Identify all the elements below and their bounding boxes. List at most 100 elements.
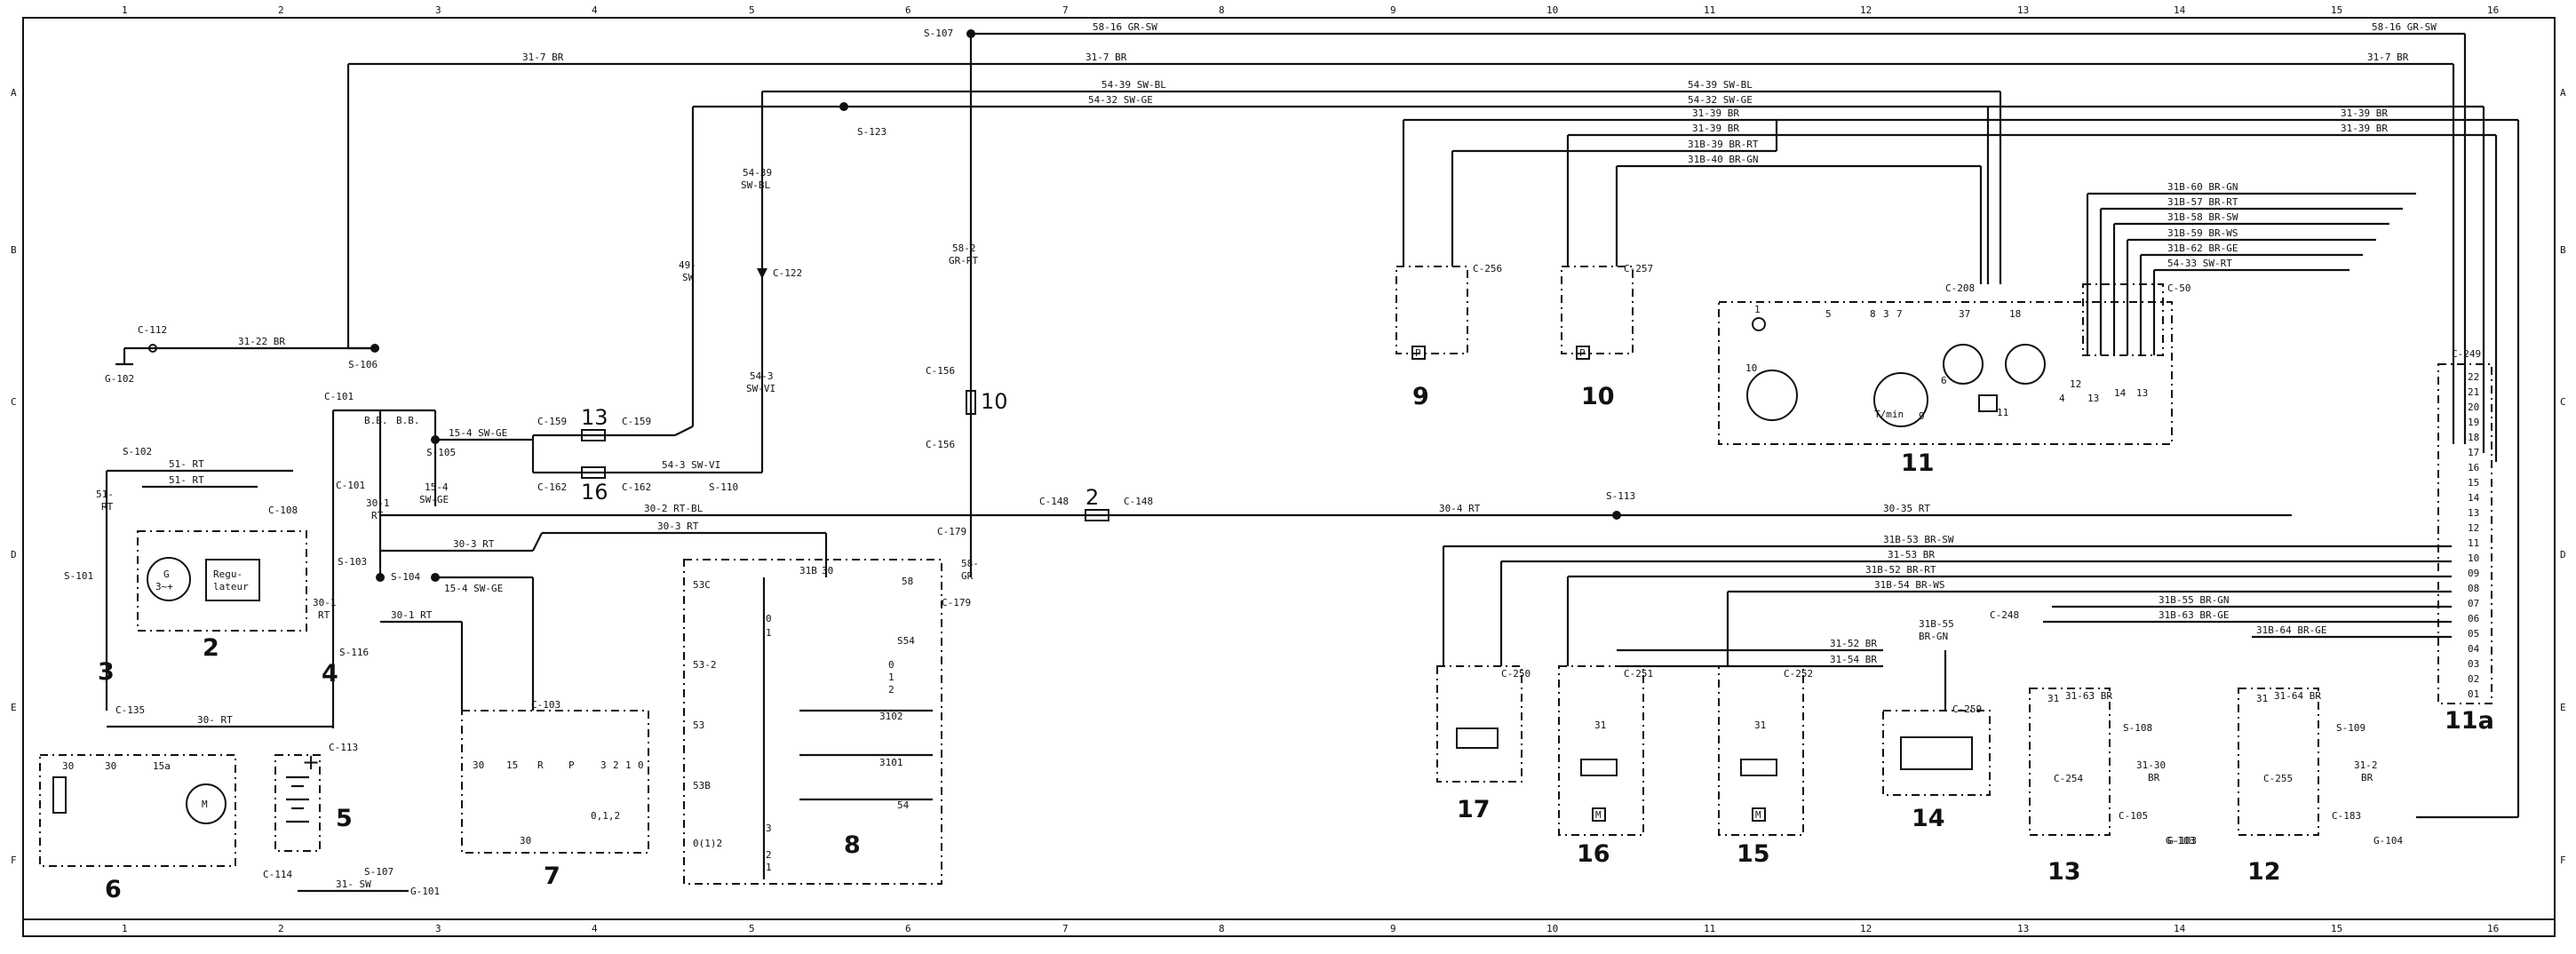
label-30-35: 30-35 RT bbox=[1883, 503, 1930, 514]
cluster-12: 12 bbox=[2070, 378, 2081, 390]
ruler-top-3: 3 bbox=[435, 4, 441, 16]
ruler-bottom-10: 10 bbox=[1546, 923, 1558, 934]
fuse-2-label: 2 bbox=[1085, 485, 1099, 510]
light-53: 53 bbox=[693, 719, 704, 731]
component-2-number: 2 bbox=[203, 634, 219, 662]
label-31-64: 31-64 BR bbox=[2274, 690, 2321, 702]
connector-c159b-label: C-159 bbox=[622, 416, 651, 427]
ruler-right-B: B bbox=[2560, 244, 2566, 256]
connector-c254-label: C-254 bbox=[2054, 773, 2083, 784]
pin-10: 10 bbox=[2468, 553, 2479, 564]
label-31-52: 31-52 BR bbox=[1830, 638, 1877, 649]
light-31b: 31B bbox=[799, 565, 817, 576]
ground-g104-label: G-104 bbox=[2373, 835, 2403, 847]
label-31-39-d: 31-39 BR bbox=[2341, 123, 2388, 134]
splice-s108-label: S-108 bbox=[2123, 722, 2152, 734]
label-30-1-a2: RT bbox=[371, 510, 384, 521]
ruler-right-A: A bbox=[2560, 87, 2566, 99]
splice-s104-label: S-104 bbox=[391, 571, 420, 583]
component-15-resistor bbox=[1740, 759, 1777, 776]
generator-g: G bbox=[163, 568, 170, 580]
splice-s106-dot bbox=[370, 344, 379, 353]
label-15-4-c: 15-4 SW-GE bbox=[444, 583, 503, 594]
ign-pin-30: 30 bbox=[473, 759, 484, 771]
component-15-m-box bbox=[1752, 807, 1766, 822]
cluster-7: 7 bbox=[1896, 308, 1903, 320]
component-16-31: 31 bbox=[1594, 719, 1606, 731]
connector-c259-label: C-259 bbox=[1952, 704, 1982, 715]
splice-s116-label: S-116 bbox=[339, 647, 369, 658]
pin-20: 20 bbox=[2468, 401, 2479, 413]
component-11a-box bbox=[2437, 363, 2493, 704]
fuse-13-label: 13 bbox=[581, 405, 608, 430]
label-49-2: SW bbox=[682, 272, 695, 283]
label-15-4-b2: SW-GE bbox=[419, 494, 449, 505]
connector-c183-label: C-183 bbox=[2332, 810, 2361, 822]
pin-11: 11 bbox=[2468, 537, 2479, 549]
component-2-box bbox=[137, 530, 307, 632]
connector-c159a-label: C-159 bbox=[537, 416, 567, 427]
light-3101: 3101 bbox=[879, 757, 903, 768]
ruler-top-5: 5 bbox=[749, 4, 755, 16]
connector-c179b-label: C-179 bbox=[942, 597, 971, 608]
label-30-1-b2: RT bbox=[318, 609, 330, 621]
component-13-box bbox=[2029, 688, 2111, 836]
ruler-left-F: F bbox=[11, 855, 17, 866]
ruler-top-13: 13 bbox=[2017, 4, 2029, 16]
wire-30-3-bend bbox=[532, 532, 543, 552]
label-31b-55a: 31B-55 bbox=[1919, 618, 1954, 630]
ruler-top-12: 12 bbox=[1860, 4, 1872, 16]
light-3102: 3102 bbox=[879, 711, 903, 722]
pin-12: 12 bbox=[2468, 522, 2479, 534]
cluster-13: 13 bbox=[2087, 393, 2099, 404]
cluster-11: 11 bbox=[1997, 407, 2008, 418]
component-14-number: 14 bbox=[1912, 805, 1945, 832]
pin-22: 22 bbox=[2468, 371, 2479, 383]
cluster-6: 6 bbox=[1941, 375, 1947, 386]
light-58: 58 bbox=[902, 576, 913, 587]
component-8-number: 8 bbox=[844, 831, 861, 859]
splice-s105-label: S-105 bbox=[426, 447, 456, 458]
connector-c162b-label: C-162 bbox=[622, 481, 651, 493]
ruler-bottom-9: 9 bbox=[1390, 923, 1396, 934]
component-11-box bbox=[1718, 301, 2173, 445]
splice-s101-label: S-101 bbox=[64, 570, 93, 582]
cluster-tachometer bbox=[1873, 372, 1928, 427]
label-54-39-a: 54-39 SW-BL bbox=[1101, 79, 1166, 91]
connector-c101a-label: C-101 bbox=[324, 391, 354, 402]
label-54-32-b: 54-32 SW-GE bbox=[1688, 94, 1753, 106]
ruler-left-B: B bbox=[11, 244, 17, 256]
label-58-2-a: 58-2 bbox=[952, 242, 976, 254]
bottom-ruler: 1 2 3 4 5 6 7 8 9 10 11 12 13 14 15 16 bbox=[122, 923, 2499, 934]
component-7-number: 7 bbox=[544, 863, 561, 890]
wiper-pin-p: P bbox=[568, 759, 575, 771]
fuse-10-label: 10 bbox=[981, 389, 1008, 414]
connector-c251-label: C-251 bbox=[1624, 668, 1653, 680]
pin-04: 04 bbox=[2468, 643, 2480, 655]
label-54-39-v1: 54-39 bbox=[743, 167, 772, 179]
regulator-line1: Regu- bbox=[213, 568, 242, 580]
wiper-pin-1: 1 bbox=[625, 759, 632, 771]
component-10-p-box bbox=[1576, 346, 1590, 360]
splice-s104-dot bbox=[431, 573, 440, 582]
splice-s113-label: S-113 bbox=[1606, 490, 1635, 502]
splice-s113-dot bbox=[1612, 511, 1621, 520]
pin-02: 02 bbox=[2468, 673, 2479, 685]
ruler-left-E: E bbox=[11, 702, 17, 713]
ruler-right-E: E bbox=[2560, 702, 2566, 713]
pin-06: 06 bbox=[2468, 613, 2479, 624]
connector-c112-pin bbox=[148, 344, 157, 353]
component-10-p: P bbox=[1579, 347, 1586, 359]
diagram-frame bbox=[22, 17, 2556, 937]
splice-s107-dot bbox=[966, 29, 975, 38]
top-ruler: 1 2 3 4 5 6 7 8 9 10 11 12 13 14 15 16 bbox=[122, 4, 2499, 16]
pin-21: 21 bbox=[2468, 386, 2479, 398]
connector-c114-label: C-114 bbox=[263, 869, 292, 880]
component-15-m: M bbox=[1755, 809, 1761, 821]
ruler-left-C: C bbox=[11, 396, 17, 408]
cluster-1: 1 bbox=[1754, 304, 1761, 315]
cluster-5: 5 bbox=[1825, 308, 1832, 320]
ruler-bottom-5: 5 bbox=[749, 923, 755, 934]
light-30: 30 bbox=[822, 565, 833, 576]
